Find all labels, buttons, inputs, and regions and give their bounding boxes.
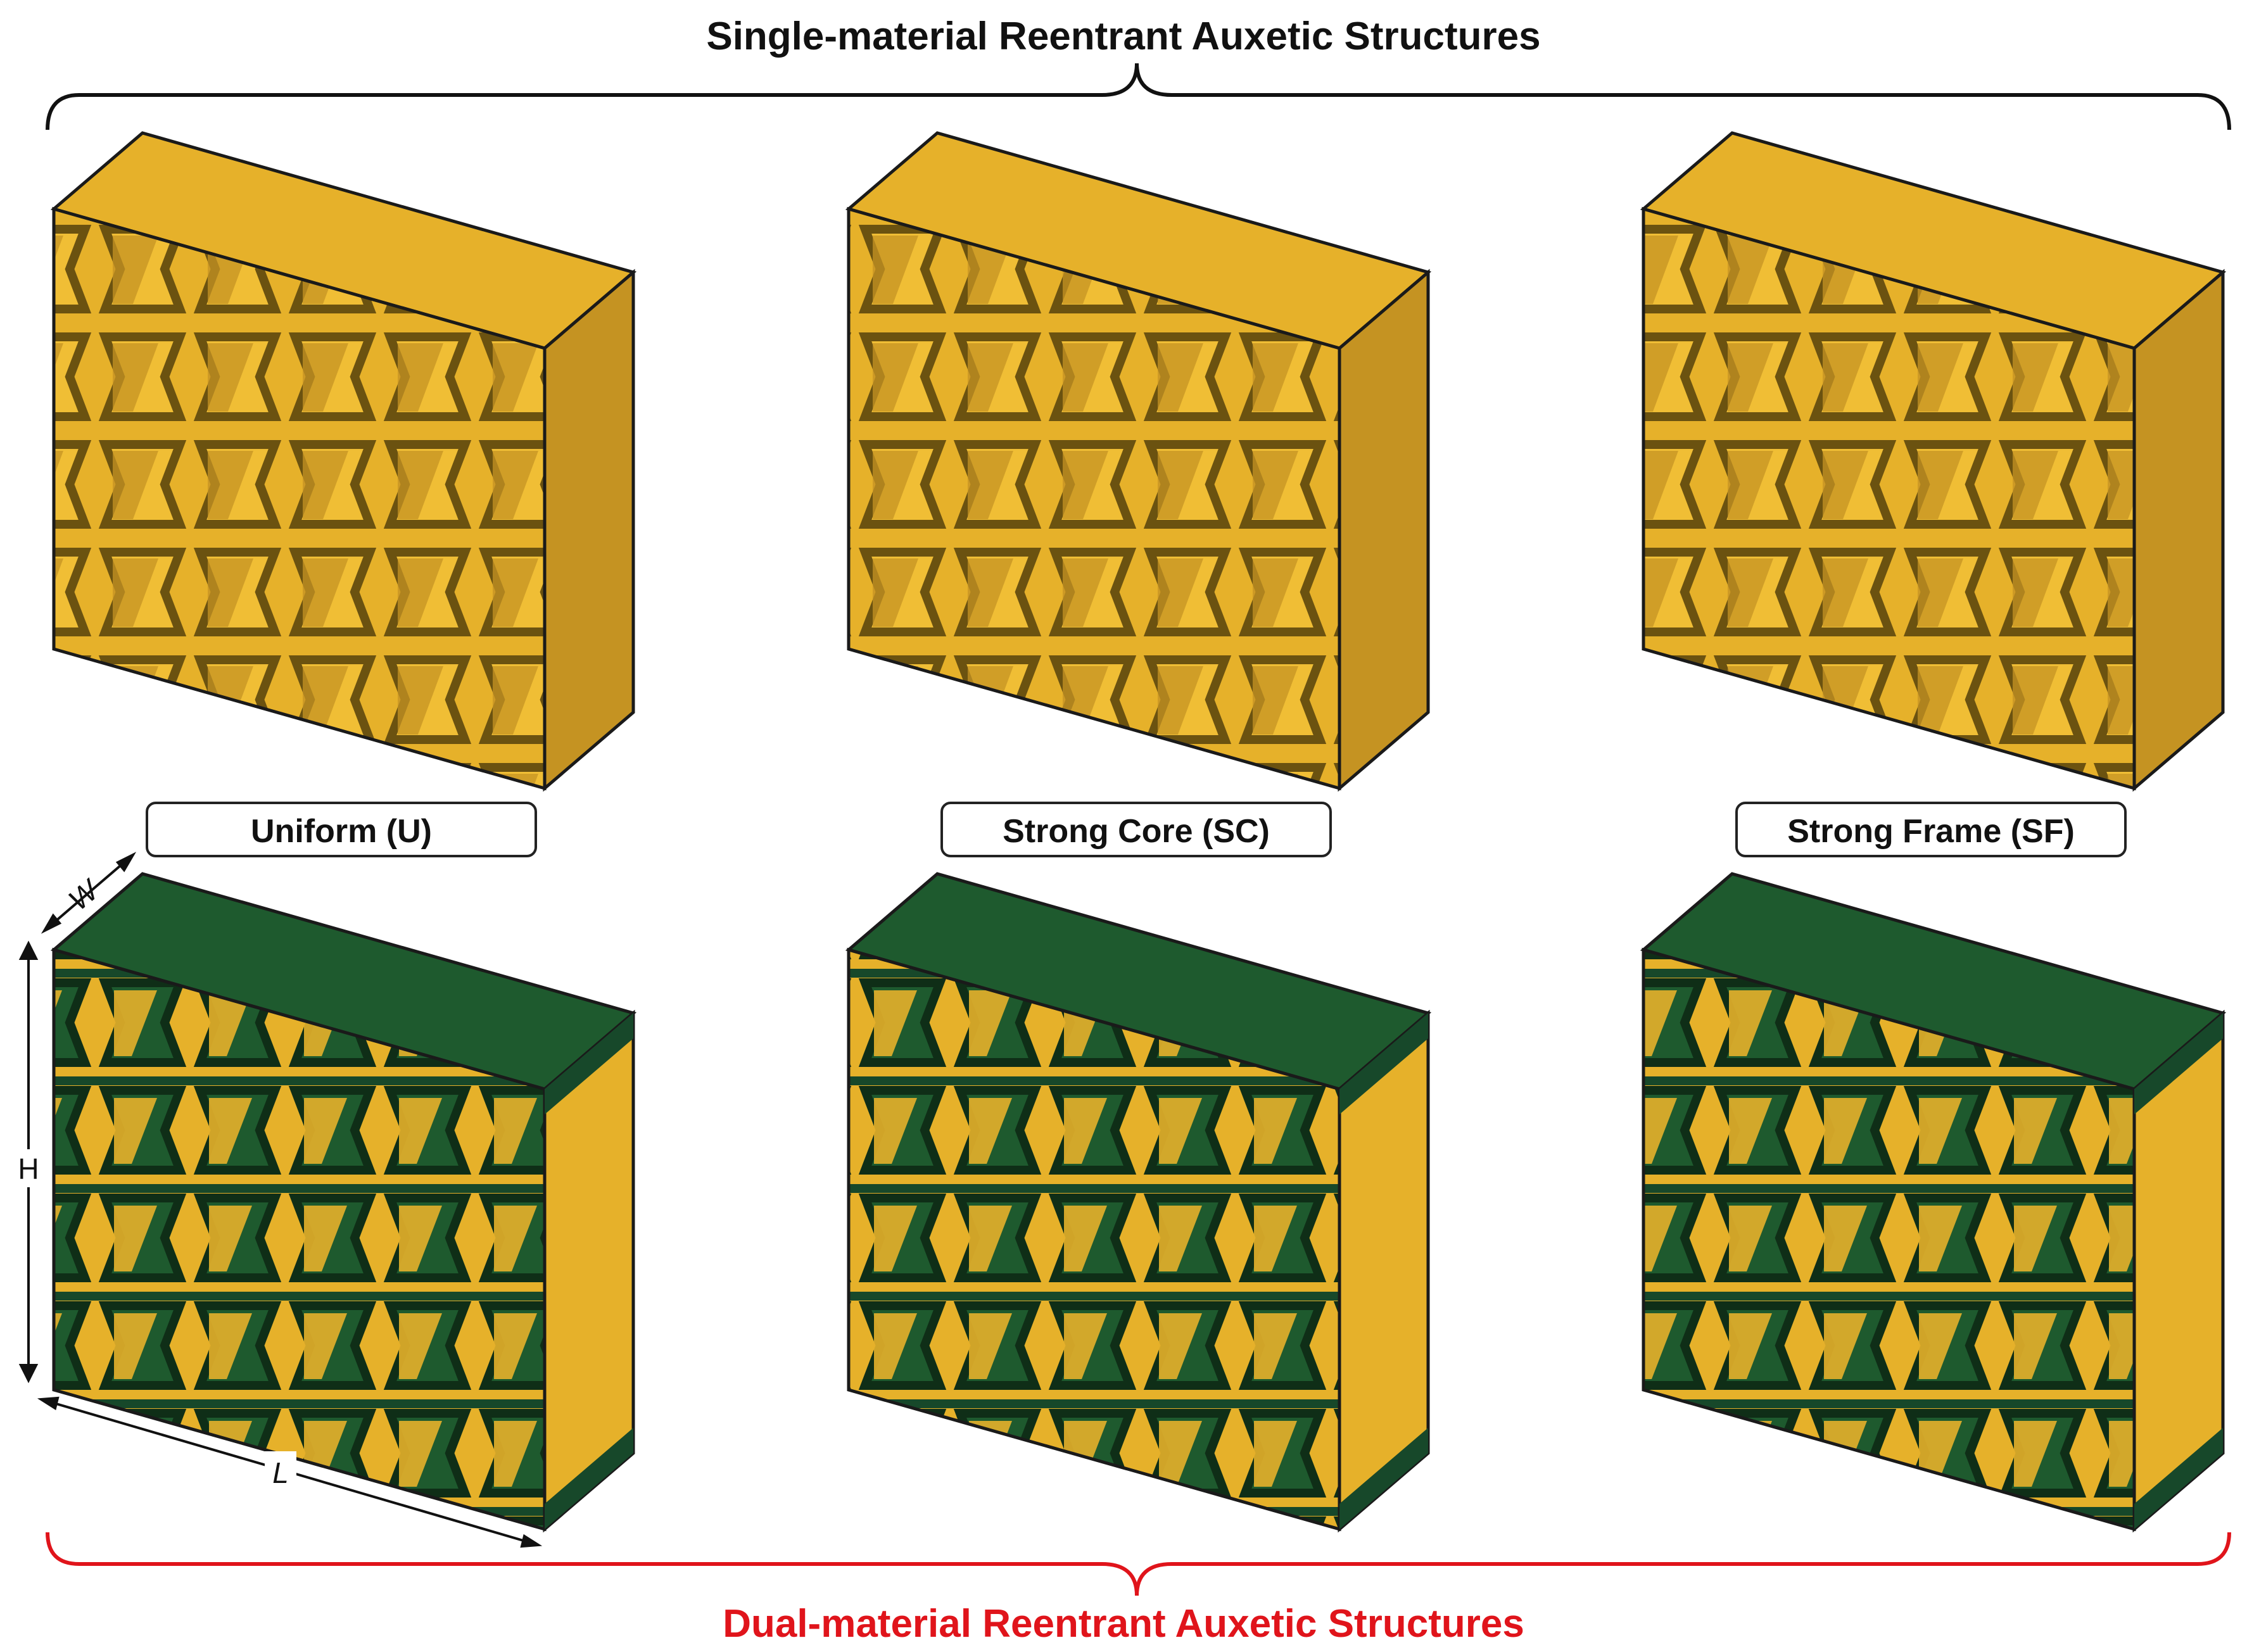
label-uniform: Uniform (U) — [146, 802, 537, 857]
structure-sf-single — [1640, 131, 2227, 792]
structure-u-single — [50, 131, 637, 792]
top-heading: Single-material Reentrant Auxetic Struct… — [706, 15, 1540, 58]
label-strong-core-text: Strong Core (SC) — [1003, 813, 1270, 850]
structure-sc-dual — [845, 872, 1432, 1533]
dimension-h-label: H — [18, 1152, 39, 1185]
dimension-l: L — [37, 1396, 543, 1548]
structure-sf-dual — [1640, 872, 2227, 1533]
label-uniform-text: Uniform (U) — [251, 813, 432, 850]
dimension-h: H — [14, 940, 43, 1384]
dimension-l-label: L — [272, 1456, 289, 1489]
bottom-brace — [46, 1532, 2231, 1596]
label-strong-core: Strong Core (SC) — [940, 802, 1332, 857]
structure-u-dual — [50, 872, 637, 1533]
structure-sc-single — [845, 131, 1432, 792]
top-brace — [46, 63, 2231, 130]
label-strong-frame: Strong Frame (SF) — [1735, 802, 2127, 857]
label-strong-frame-text: Strong Frame (SF) — [1787, 813, 2075, 850]
bottom-heading: Dual-material Reentrant Auxetic Structur… — [723, 1602, 1524, 1646]
